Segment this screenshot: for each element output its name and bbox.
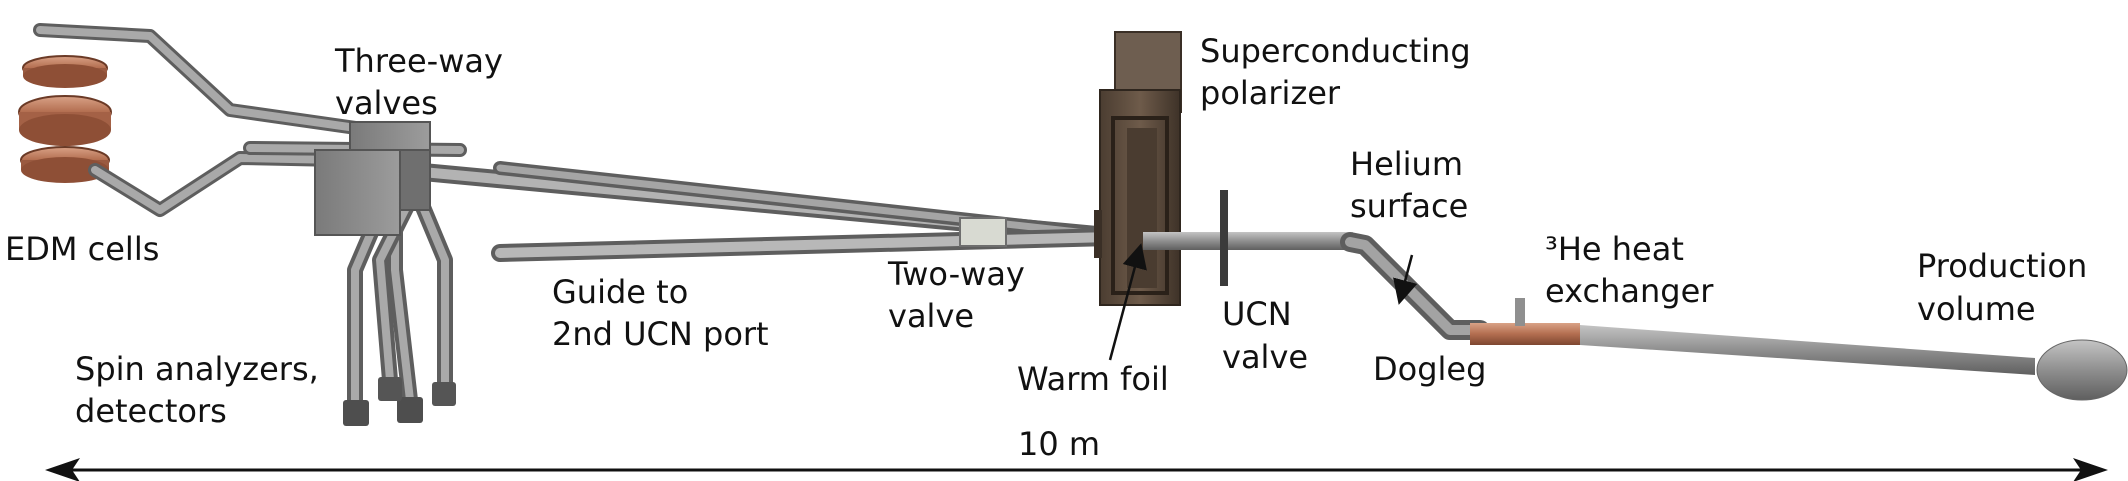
pointer-lines (1108, 243, 1418, 361)
edm-cells (18, 55, 112, 183)
label-superconducting-1: Superconducting (1200, 32, 1471, 70)
label-he3-exchanger-1: ³He heat (1545, 230, 1684, 268)
label-two-way-valve-2: valve (888, 297, 974, 335)
label-ucn-valve-2: valve (1222, 338, 1308, 376)
production-volume (1580, 325, 2128, 401)
label-production-volume-2: volume (1917, 290, 2036, 328)
label-he3-exchanger-2: exchanger (1545, 272, 1714, 310)
label-spin-analyzers-1: Spin analyzers, (75, 350, 319, 388)
label-warm-foil: Warm foil (1017, 360, 1169, 398)
label-superconducting-2: polarizer (1200, 74, 1341, 112)
label-helium-surface-2: surface (1350, 187, 1468, 225)
second-port-guide (491, 227, 1159, 262)
ucn-valve (1220, 190, 1228, 286)
label-three-way-valves-2: valves (335, 84, 438, 122)
warm-foil-pointer (1108, 243, 1147, 361)
scale-arrow (45, 458, 2108, 481)
main-guide (371, 159, 1159, 249)
label-two-way-valve-1: Two-way (887, 255, 1025, 293)
label-edm-cells: EDM cells (5, 230, 159, 268)
detector-cans (343, 377, 456, 426)
label-guide-1: Guide to (552, 273, 688, 311)
label-three-way-valves-1: Three-way (334, 42, 503, 80)
he3-heat-exchanger (1470, 298, 1580, 345)
helium-surface-pointer (1393, 254, 1418, 305)
polarizer-to-dogleg-pipe (1143, 232, 1353, 250)
dogleg (1340, 232, 1490, 340)
two-way-valve (959, 217, 1007, 247)
label-helium-surface-1: Helium (1350, 145, 1463, 183)
label-ucn-valve-1: UCN (1222, 295, 1292, 333)
superconducting-polarizer (1094, 31, 1182, 306)
label-production-volume-1: Production (1917, 247, 2087, 285)
label-scale: 10 m (1018, 425, 1100, 463)
label-guide-2: 2nd UCN port (552, 315, 769, 353)
label-spin-analyzers-2: detectors (75, 392, 227, 430)
three-way-valves (314, 121, 431, 236)
label-dogleg: Dogleg (1373, 350, 1486, 388)
